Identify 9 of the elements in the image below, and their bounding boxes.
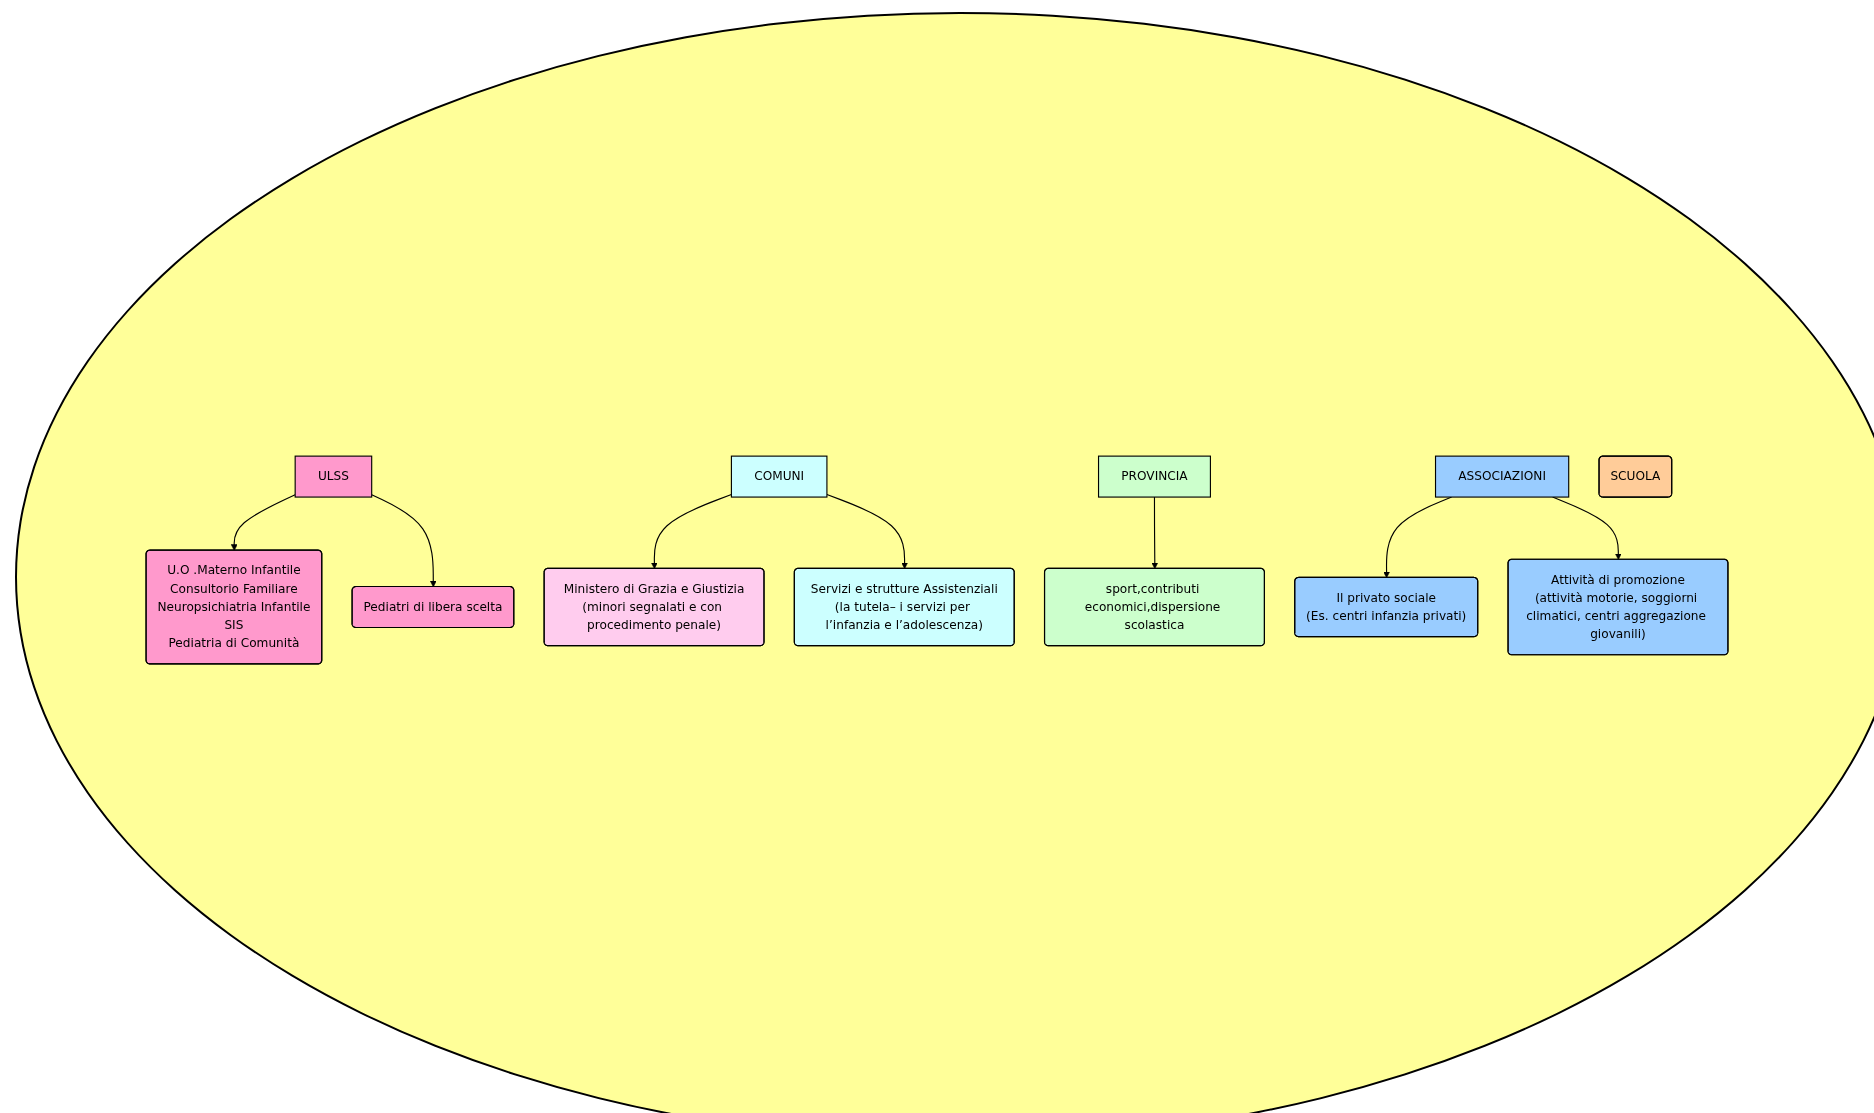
- arrow: [826, 493, 908, 569]
- node-box: PROVINCIA: [1097, 455, 1211, 498]
- arrow: [230, 494, 296, 551]
- node-box: ULSS: [294, 455, 373, 498]
- arrow: [1151, 496, 1159, 569]
- node-box: COMUNI: [730, 455, 828, 498]
- arrow: [371, 494, 437, 588]
- node-box: ASSOCIAZIONI: [1434, 455, 1570, 498]
- arrow: [651, 493, 732, 569]
